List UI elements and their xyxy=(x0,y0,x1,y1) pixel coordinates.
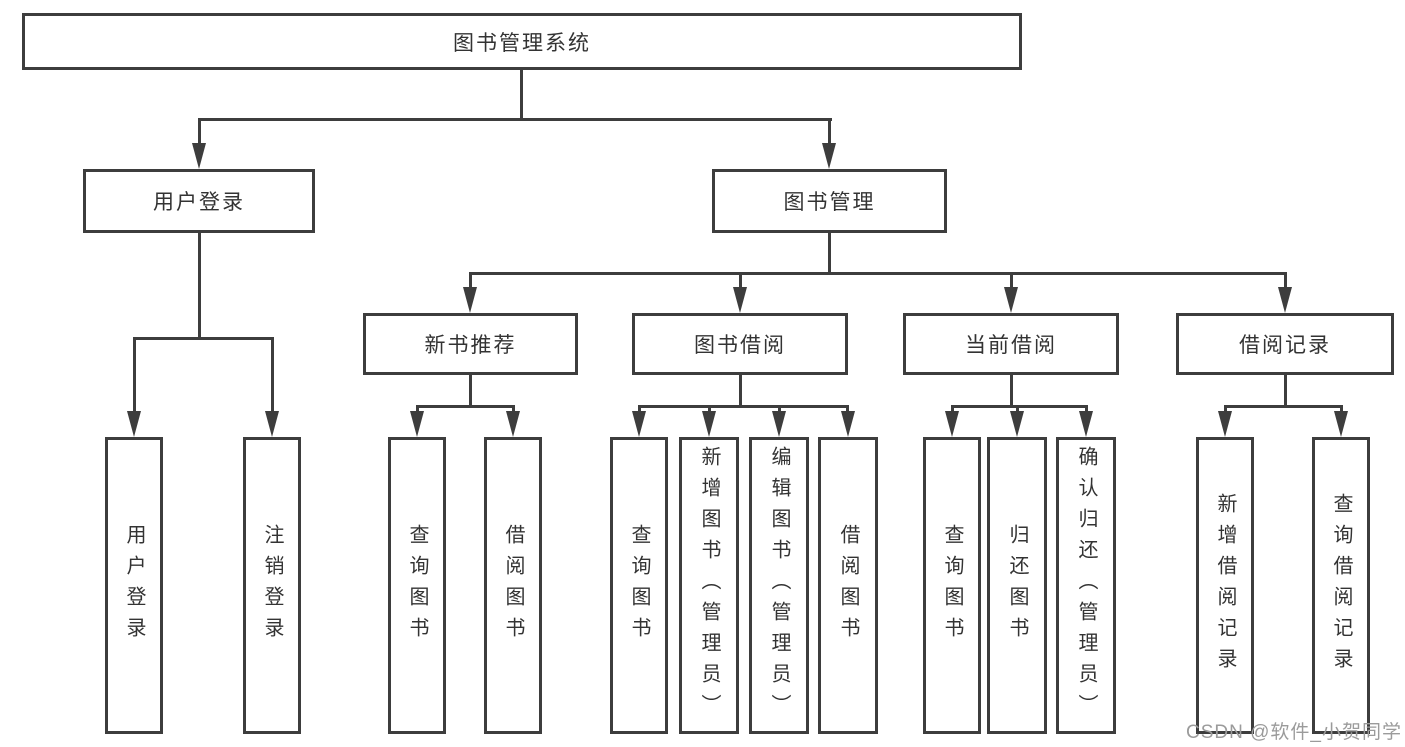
node-label: 查询图书 xyxy=(941,523,963,648)
arrow-down-icon xyxy=(1278,287,1292,313)
connector-borrowing-crossbar xyxy=(638,405,849,408)
node-label: 图书管理 xyxy=(783,191,876,214)
connector-newbook-crossbar xyxy=(416,405,515,408)
connector-drop-level3 xyxy=(1010,272,1013,288)
arrow-down-icon xyxy=(733,287,747,313)
arrow-down-icon xyxy=(410,411,424,437)
connector-drop-leaf xyxy=(1016,405,1019,413)
connector-drop-level3 xyxy=(1284,272,1287,288)
connector-drop-level3 xyxy=(469,272,472,288)
leaf-borrow-books-recommend: 借阅图书 xyxy=(484,437,542,734)
leaf-borrow-books: 借阅图书 xyxy=(818,437,878,734)
connector-drop-leaf xyxy=(1085,405,1088,413)
arrow-down-icon xyxy=(265,411,279,437)
csdn-watermark: CSDN @软件_小贺同学 xyxy=(1186,722,1402,743)
connector-root-stem xyxy=(520,70,523,118)
node-label: 用户登录 xyxy=(153,191,245,214)
arrow-down-icon xyxy=(127,411,141,437)
connector-current-stem xyxy=(1010,375,1013,405)
node-label: 借阅记录 xyxy=(1239,334,1331,357)
connector-bookmgmt-stem xyxy=(828,233,831,272)
connector-drop-leaf xyxy=(1224,405,1227,413)
connector-root-crossbar xyxy=(198,118,832,121)
arrow-down-icon xyxy=(772,411,786,437)
connector-drop-leaf xyxy=(271,337,274,413)
node-root-system: 图书管理系统 xyxy=(22,13,1022,70)
connector-drop-leaf xyxy=(1340,405,1343,413)
arrow-down-icon xyxy=(702,411,716,437)
leaf-query-books-borrowing: 查询图书 xyxy=(610,437,668,734)
connector-drop-leaf xyxy=(846,405,849,413)
node-label: 编辑图书（管理员） xyxy=(768,446,790,725)
connector-drop-leaf xyxy=(708,405,711,413)
arrow-down-icon xyxy=(841,411,855,437)
connector-newbook-stem xyxy=(469,375,472,405)
node-book-management: 图书管理 xyxy=(712,169,947,233)
leaf-add-borrow-record: 新增借阅记录 xyxy=(1196,437,1254,734)
node-label: 用户登录 xyxy=(123,523,145,648)
node-current-borrowing: 当前借阅 xyxy=(903,313,1119,375)
connector-drop-leaf xyxy=(512,405,515,413)
arrow-down-icon xyxy=(506,411,520,437)
arrow-down-icon xyxy=(1218,411,1232,437)
node-label: 借阅图书 xyxy=(502,523,524,648)
leaf-confirm-return-admin: 确认归还（管理员） xyxy=(1056,437,1116,734)
connector-records-stem xyxy=(1284,375,1287,405)
arrow-down-icon xyxy=(463,287,477,313)
connector-drop-user-login xyxy=(198,118,201,144)
arrow-down-icon xyxy=(1004,287,1018,313)
node-label: 新增借阅记录 xyxy=(1214,492,1236,679)
connector-drop-leaf xyxy=(133,337,136,413)
node-label: 注销登录 xyxy=(261,523,283,648)
connector-userlogin-stem xyxy=(198,233,201,337)
leaf-query-books-current: 查询图书 xyxy=(923,437,981,734)
node-label: 查询图书 xyxy=(406,523,428,648)
connector-borrowing-stem xyxy=(739,375,742,405)
connector-drop-leaf xyxy=(638,405,641,413)
leaf-edit-books-admin: 编辑图书（管理员） xyxy=(749,437,809,734)
leaf-query-books-recommend: 查询图书 xyxy=(388,437,446,734)
arrow-down-icon xyxy=(1334,411,1348,437)
node-label: 图书管理系统 xyxy=(453,31,591,55)
arrow-down-icon xyxy=(945,411,959,437)
arrow-down-icon xyxy=(1010,411,1024,437)
node-label: 图书借阅 xyxy=(694,334,786,357)
connector-drop-leaf xyxy=(951,405,954,413)
connector-bookmgmt-crossbar xyxy=(469,272,1286,275)
node-label: 新增图书（管理员） xyxy=(698,446,720,725)
node-new-book-recommend: 新书推荐 xyxy=(363,313,578,375)
arrow-down-icon xyxy=(192,143,206,169)
node-label: 确认归还（管理员） xyxy=(1075,446,1097,725)
node-label: 新书推荐 xyxy=(424,334,517,357)
leaf-query-borrow-record: 查询借阅记录 xyxy=(1312,437,1370,734)
connector-drop-book-management xyxy=(828,118,831,144)
leaf-user-login: 用户登录 xyxy=(105,437,163,734)
leaf-return-books: 归还图书 xyxy=(987,437,1047,734)
connector-current-crossbar xyxy=(951,405,1088,408)
arrow-down-icon xyxy=(632,411,646,437)
node-label: 借阅图书 xyxy=(837,523,859,648)
arrow-down-icon xyxy=(822,143,836,169)
leaf-add-books-admin: 新增图书（管理员） xyxy=(679,437,739,734)
connector-userlogin-crossbar xyxy=(133,337,274,340)
connector-drop-level3 xyxy=(739,272,742,288)
node-label: 当前借阅 xyxy=(965,334,1057,357)
leaf-logout: 注销登录 xyxy=(243,437,301,734)
node-label: 查询借阅记录 xyxy=(1330,492,1352,679)
connector-drop-leaf xyxy=(416,405,419,413)
node-label: 查询图书 xyxy=(628,523,650,648)
connector-drop-leaf xyxy=(778,405,781,413)
connector-records-crossbar xyxy=(1224,405,1343,408)
node-book-borrowing: 图书借阅 xyxy=(632,313,848,375)
node-borrowing-records: 借阅记录 xyxy=(1176,313,1394,375)
node-label: 归还图书 xyxy=(1006,523,1028,648)
arrow-down-icon xyxy=(1079,411,1093,437)
node-user-login: 用户登录 xyxy=(83,169,315,233)
